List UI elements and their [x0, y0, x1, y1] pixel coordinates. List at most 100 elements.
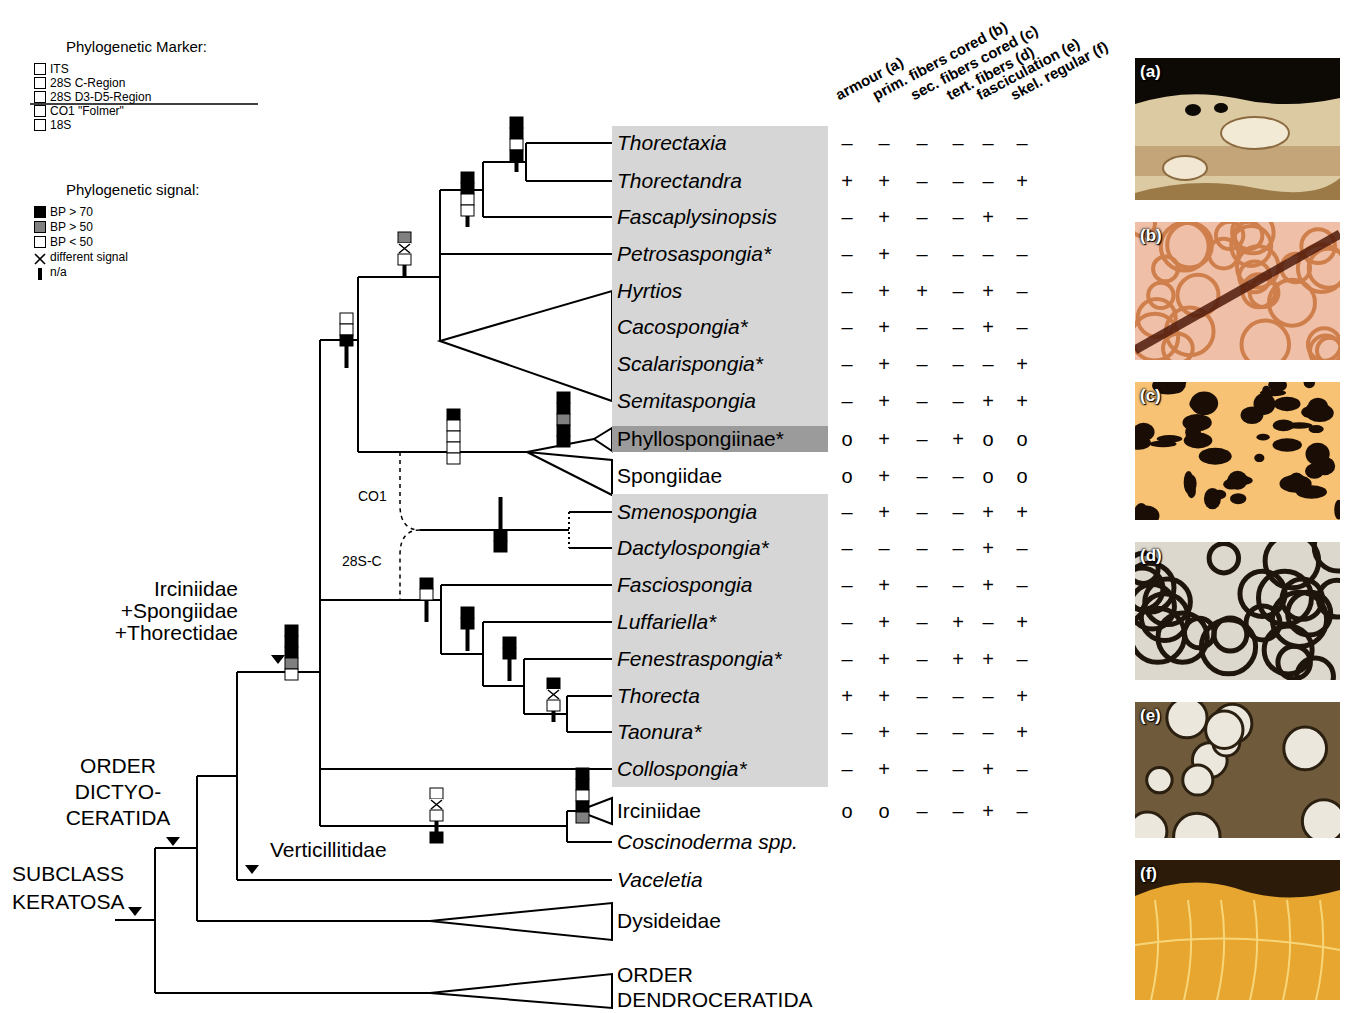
character-state: –: [948, 351, 968, 377]
fibre-mesh: [1148, 283, 1173, 308]
character-state: –: [1012, 278, 1032, 304]
support-cell: [340, 335, 353, 346]
panel-letter: (b): [1140, 226, 1162, 246]
taxon-name: Smenospongia: [617, 499, 757, 525]
character-state: –: [948, 278, 968, 304]
character-state: –: [1012, 798, 1032, 824]
na-cell: [466, 216, 470, 227]
legend-swatch: [34, 77, 46, 89]
legend-text: ITS: [50, 62, 69, 76]
taxon-name: Semitaspongia: [617, 388, 756, 414]
character-state: –: [912, 756, 932, 782]
character-state: +: [978, 535, 998, 561]
collapsed-clades: [430, 291, 612, 1008]
legend-text: 18S: [50, 118, 71, 132]
na-cell: [403, 265, 407, 276]
x-cell: [399, 244, 410, 253]
character-state: –: [1012, 535, 1032, 561]
character-state: –: [978, 609, 998, 635]
debris: [1165, 371, 1186, 393]
taxon-name: Petrosaspongia*: [617, 241, 771, 267]
fibre: [1316, 900, 1323, 1000]
legend-heading: Phylogenetic Marker:: [66, 38, 207, 56]
legend-swatch: [34, 119, 46, 131]
fibre: [1151, 900, 1158, 1000]
character-state: +: [1012, 499, 1032, 525]
taxon-name: Fascaplysinopsis: [617, 204, 777, 230]
character-state: +: [874, 388, 894, 414]
taxon-name: ORDER DENDROCERATIDA: [617, 962, 857, 1012]
character-state: –: [837, 388, 857, 414]
support-cell: [494, 541, 507, 552]
cavity: [1214, 103, 1228, 113]
character-state: –: [1012, 646, 1032, 672]
character-state: –: [978, 683, 998, 709]
legend-swatch: [34, 91, 46, 103]
taxon-name: Coscinoderma spp.: [617, 829, 798, 855]
x-symbol: [34, 253, 46, 265]
character-state: +: [874, 646, 894, 672]
character-state: o: [1012, 426, 1032, 452]
na-cell: [508, 659, 512, 670]
debris: [1304, 376, 1316, 388]
support-cell: [576, 779, 589, 790]
na-cell: [552, 711, 556, 722]
fibre-mesh: [1161, 223, 1209, 271]
character-state: –: [837, 241, 857, 267]
node-marker: [245, 865, 259, 874]
taxon-name: Irciniidae: [617, 798, 701, 824]
legend-swatch: [34, 266, 46, 278]
na-symbol: [34, 268, 46, 280]
debris: [1286, 422, 1313, 428]
character-state: –: [837, 278, 857, 304]
character-state: +: [978, 499, 998, 525]
mesh-opening: [1167, 698, 1207, 738]
support-cell: [447, 420, 460, 431]
character-state: –: [948, 388, 968, 414]
character-state: –: [912, 719, 932, 745]
character-state: –: [912, 646, 932, 672]
support-cell: [447, 431, 460, 442]
taxon-name: Luffariella*: [617, 609, 716, 635]
support-cell: [510, 128, 523, 139]
debris: [1199, 448, 1232, 465]
taxon-name: Hyrtios: [617, 278, 682, 304]
support-cell: [398, 232, 411, 243]
mesh-opening: [1302, 800, 1345, 843]
na-bar: [38, 268, 42, 280]
character-state: +: [874, 314, 894, 340]
debris: [1308, 398, 1329, 417]
taxon-name: Thorectandra: [617, 168, 742, 194]
character-state: –: [912, 572, 932, 598]
na-cell: [435, 821, 439, 832]
support-cell: [576, 812, 589, 823]
taxon-name: Dactylospongia*: [617, 535, 769, 561]
debris: [1268, 378, 1287, 392]
mesh-opening: [1284, 727, 1327, 770]
primary-fibre: [1135, 234, 1340, 350]
support-cell: [510, 117, 523, 128]
cavity: [1221, 117, 1289, 149]
fibre-mesh: [1209, 544, 1238, 573]
character-state: –: [1012, 130, 1032, 156]
support-cell: [285, 658, 298, 669]
taxon-band: Phyllospongiinae*: [612, 426, 828, 452]
x-cell-ground: [398, 243, 411, 254]
na-cell: [499, 519, 503, 530]
support-cell: [510, 150, 523, 161]
character-state: –: [948, 168, 968, 194]
character-state: –: [912, 314, 932, 340]
taxon-name: Fenestraspongia*: [617, 646, 782, 672]
micrograph: [1121, 523, 1346, 695]
support-cell: [557, 392, 570, 403]
character-state: –: [912, 499, 932, 525]
dashed-alternative-branch: [400, 452, 420, 600]
support-cell: [461, 607, 474, 618]
collapsed-clade: [430, 974, 612, 1008]
clade-name: ORDER DICTYO- CERATIDA: [58, 753, 178, 831]
debris: [1309, 405, 1319, 415]
x-cell: [431, 800, 442, 809]
taxon-band: SmenospongiaDactylospongia*Fasciospongia…: [612, 494, 828, 787]
x-cell-ground: [430, 799, 443, 810]
